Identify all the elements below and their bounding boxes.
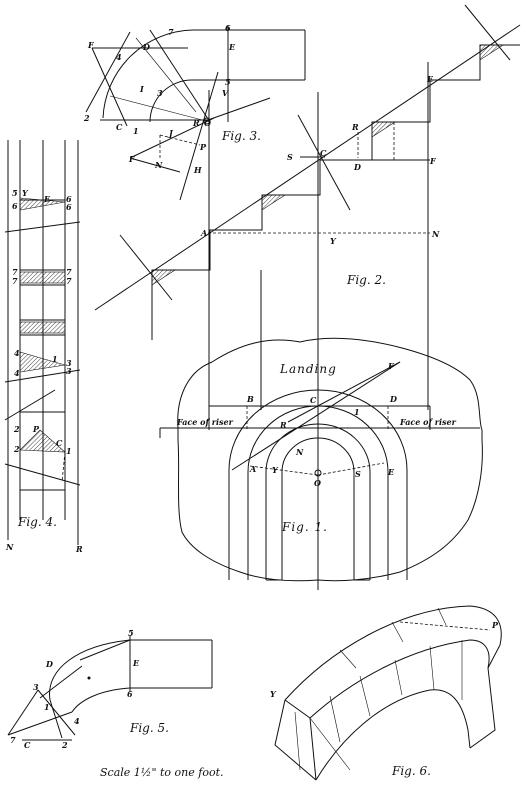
f5-label-E: E xyxy=(132,658,140,668)
f3-label-C: C xyxy=(116,122,123,132)
f6-label-P: P xyxy=(491,620,499,630)
f2-label-R: R xyxy=(351,122,359,132)
f5-label-3: 3 xyxy=(33,682,39,692)
f3-label-P: P xyxy=(199,142,207,152)
f3-label-I: I xyxy=(139,84,144,94)
f2-label-N: N xyxy=(431,229,440,239)
face-of-riser-left: Face of riser xyxy=(176,417,234,427)
figure-1-drawing xyxy=(159,337,483,590)
f5-label-7: 7 xyxy=(10,735,16,745)
face-of-riser-right: Face of riser xyxy=(399,417,457,427)
f1-label-Y: Y xyxy=(272,465,279,475)
figure-1-caption: Fig. 1. xyxy=(281,520,328,534)
f4-label-5: 5 xyxy=(12,188,18,198)
f3-label-2: 2 xyxy=(83,113,90,123)
f5-label-D: D xyxy=(45,659,53,669)
f1-label-F: F xyxy=(387,361,395,371)
f3-label-F: F xyxy=(87,40,95,50)
f4-label-3: 3 xyxy=(66,358,72,368)
f3-label-6: 6 xyxy=(225,23,231,33)
f3-label-F2: F xyxy=(128,154,136,164)
f3-label-5: 5 xyxy=(225,77,231,87)
f4-label-1b: 1 xyxy=(66,446,72,456)
landing-text: Landing xyxy=(279,362,337,376)
f3-label-3: 3 xyxy=(157,88,163,98)
f4-label-4: 4 xyxy=(14,348,20,358)
figure-4-caption: Fig. 4. xyxy=(17,515,57,529)
f2-label-S: S xyxy=(287,152,293,162)
figure-3-drawing xyxy=(85,25,306,201)
f1-label-A: A xyxy=(249,464,256,474)
f5-label-4: 4 xyxy=(74,716,80,726)
f4-label-4b: 4 xyxy=(14,368,20,378)
f4-label-7b: 7 xyxy=(12,276,18,286)
f5-label-5: 5 xyxy=(128,628,134,638)
f5-label-6: 6 xyxy=(127,689,133,699)
f5-label-1: 1 xyxy=(44,702,50,712)
f1-label-D: D xyxy=(389,394,397,404)
figure-5-drawing xyxy=(7,635,213,741)
f4-label-1: 1 xyxy=(52,354,58,364)
figure-2-drawing xyxy=(94,4,521,410)
figure-6-drawing xyxy=(274,605,502,781)
f4-label-N: N xyxy=(5,542,14,552)
f4-label-2b: 2 xyxy=(13,444,20,454)
f1-label-O: O xyxy=(314,478,321,488)
figure-6-caption: Fig. 6. xyxy=(391,764,431,778)
f4-label-2: 2 xyxy=(13,424,20,434)
f3-label-O: O xyxy=(204,118,211,128)
f2-label-F: F xyxy=(429,156,437,166)
f3-label-N: N xyxy=(154,160,163,170)
figure-2-caption: Fig. 2. xyxy=(346,273,386,287)
f1-label-C: C xyxy=(310,395,317,405)
figure-3-caption: Fig. 3. xyxy=(221,129,261,143)
f6-label-Y: Y xyxy=(270,689,277,699)
f3-label-7: 7 xyxy=(168,27,174,37)
f1-label-N: N xyxy=(295,447,304,457)
f3-label-J: J xyxy=(167,128,174,138)
figure-4-drawing xyxy=(4,140,81,545)
f1-label-R: R xyxy=(279,420,287,430)
f4-label-7c: 7 xyxy=(66,267,72,277)
f3-label-D: D xyxy=(142,42,150,52)
f3-label-1: 1 xyxy=(133,126,139,136)
f1-label-B: B xyxy=(246,394,254,404)
scale-note: Scale 1½" to one foot. xyxy=(100,766,223,779)
f4-label-6c: 6 xyxy=(66,202,72,212)
f5-label-2: 2 xyxy=(61,740,68,750)
f3-label-H: H xyxy=(193,165,202,175)
f4-label-3b: 3 xyxy=(66,366,72,376)
f4-label-7: 7 xyxy=(12,267,18,277)
f3-label-E: E xyxy=(228,42,236,52)
f1-label-S: S xyxy=(355,469,361,479)
f2-label-A: A xyxy=(200,228,207,238)
figure-5-caption: Fig. 5. xyxy=(129,721,169,735)
f4-label-P: P xyxy=(32,424,40,434)
f2-label-D: D xyxy=(353,162,361,172)
f4-label-6: 6 xyxy=(66,194,72,204)
f2-label-Y: Y xyxy=(330,236,337,246)
f1-label-1: 1 xyxy=(354,407,360,417)
f5-label-C: C xyxy=(24,740,31,750)
f4-label-Y: Y xyxy=(22,188,29,198)
f4-label-C: C xyxy=(56,438,63,448)
f3-label-4: 4 xyxy=(116,52,122,62)
f3-label-R: R xyxy=(192,118,200,128)
f1-label-E: E xyxy=(387,467,395,477)
f4-label-E: E xyxy=(43,194,51,204)
f3-label-V: V xyxy=(222,88,229,98)
f2-label-E: E xyxy=(426,74,434,84)
f4-label-R: R xyxy=(75,544,83,554)
f2-label-C: C xyxy=(320,148,327,158)
f4-label-7d: 7 xyxy=(66,276,72,286)
f4-label-6b: 6 xyxy=(12,201,18,211)
